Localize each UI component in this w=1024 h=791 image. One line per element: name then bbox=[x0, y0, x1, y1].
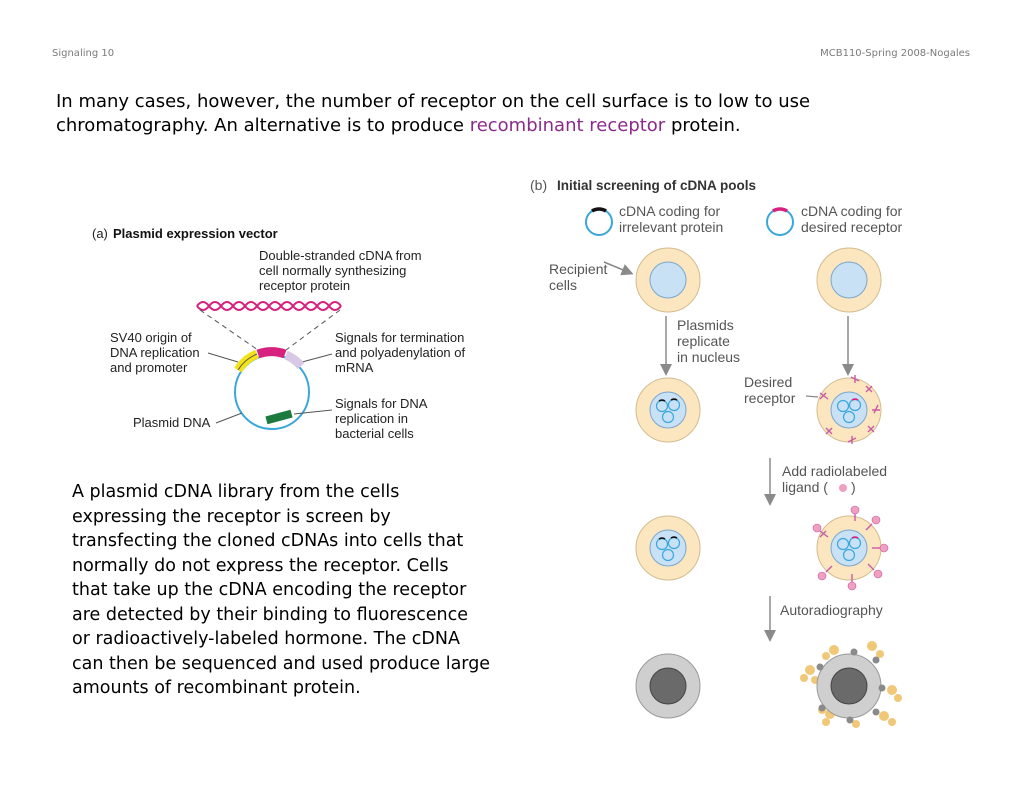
intro-line-2-suffix: protein. bbox=[665, 115, 741, 136]
replication-pointer bbox=[293, 409, 333, 415]
cdna-label: Double-stranded cDNA from cell normally … bbox=[259, 248, 425, 293]
sv40-segment-outline bbox=[237, 353, 258, 371]
recipient-cell-left bbox=[635, 247, 701, 313]
body-line: normally do not express the receptor. Ce… bbox=[72, 555, 449, 576]
intro-line-1: In many cases, however, the number of re… bbox=[56, 91, 811, 112]
plasmid-pointer bbox=[215, 412, 243, 424]
negative-cell bbox=[635, 653, 701, 719]
termination-pointer bbox=[301, 353, 333, 363]
slide-header-left: Signaling 10 bbox=[52, 48, 115, 59]
figure-a-plasmid-vector: (a) Plasmid expression vector Double-str… bbox=[92, 226, 469, 441]
insertion-line-left bbox=[199, 309, 259, 351]
recipient-label: Recipient cells bbox=[549, 261, 611, 293]
cdna-insert-segment bbox=[256, 347, 287, 359]
sv40-label: SV40 origin of DNA replication and promo… bbox=[110, 330, 203, 375]
figure-b-title: Initial screening of cDNA pools bbox=[557, 178, 756, 193]
labeled-cell-right bbox=[816, 515, 882, 581]
body-line: are detected by their binding to fluores… bbox=[72, 604, 468, 625]
intro-line-2-prefix: chromatography. An alternative is to pro… bbox=[56, 115, 470, 136]
figure-a-title: Plasmid expression vector bbox=[113, 226, 278, 241]
recipient-pointer-arrow bbox=[603, 261, 634, 276]
termination-label: Signals for termination and polyadenylat… bbox=[335, 330, 469, 375]
termination-segment bbox=[284, 350, 305, 370]
figure-a-tag: (a) bbox=[92, 226, 108, 241]
intro-paragraph: In many cases, however, the number of re… bbox=[56, 90, 916, 138]
sv40-pointer bbox=[207, 352, 239, 363]
figure-b-screening: (b) Initial screening of cDNA pools cDNA… bbox=[530, 177, 906, 728]
irrelevant-label: cDNA coding for irrelevant protein bbox=[619, 203, 724, 235]
receptor-icons bbox=[819, 375, 880, 444]
bound-ligand-icons bbox=[812, 505, 889, 591]
replication-segment bbox=[265, 409, 293, 425]
plasmids-label: Plasmids replicate in nucleus bbox=[677, 317, 740, 365]
replication-label: Signals for DNA replication in bacterial… bbox=[335, 396, 430, 441]
body-paragraph: A plasmid cDNA library from the cells ex… bbox=[72, 480, 532, 701]
positive-cell bbox=[816, 653, 882, 719]
ligand-label: Add radiolabeled ligand ( bbox=[782, 463, 891, 495]
recipient-cell-right bbox=[816, 247, 882, 313]
body-line: transfecting the cloned cDNAs into cells… bbox=[72, 531, 464, 551]
autoradiography-label: Autoradiography bbox=[780, 602, 883, 618]
figure-b-tag: (b) bbox=[530, 177, 547, 193]
receptor-pointer bbox=[805, 395, 819, 398]
insertion-line-right bbox=[285, 309, 341, 351]
desired-plasmid-icon bbox=[766, 207, 794, 236]
slide-header-right: MCB110-Spring 2008-Nogales bbox=[820, 48, 970, 59]
cdna-helix-icon bbox=[196, 301, 342, 311]
sv40-segment bbox=[234, 349, 259, 373]
body-line: can then be sequenced and used produce l… bbox=[72, 653, 491, 674]
transfected-cell-right bbox=[816, 377, 882, 443]
plasmid-dna-label: Plasmid DNA bbox=[133, 415, 211, 430]
labeled-cell-left bbox=[635, 515, 701, 581]
body-line: that take up the cDNA encoding the recep… bbox=[72, 580, 467, 600]
ligand-dot-icon bbox=[839, 484, 847, 492]
ligand-label-close: ) bbox=[851, 479, 856, 495]
body-line: amounts of recombinant protein. bbox=[72, 678, 361, 698]
positive-cell-receptors bbox=[816, 648, 886, 724]
body-line: expressing the receptor is screen by bbox=[72, 506, 391, 527]
desired-label: cDNA coding for desired receptor bbox=[801, 203, 906, 235]
body-line: or radioactively-labeled hormone. The cD… bbox=[72, 629, 460, 649]
recombinant-receptor-highlight: recombinant receptor bbox=[469, 115, 666, 136]
irrelevant-plasmid-icon bbox=[585, 207, 613, 236]
body-line: A plasmid cDNA library from the cells bbox=[72, 482, 400, 502]
desired-receptor-label: Desired receptor bbox=[744, 374, 796, 406]
intro-line-2: chromatography. An alternative is to pro… bbox=[56, 114, 916, 138]
transfected-cell-left bbox=[635, 377, 701, 443]
